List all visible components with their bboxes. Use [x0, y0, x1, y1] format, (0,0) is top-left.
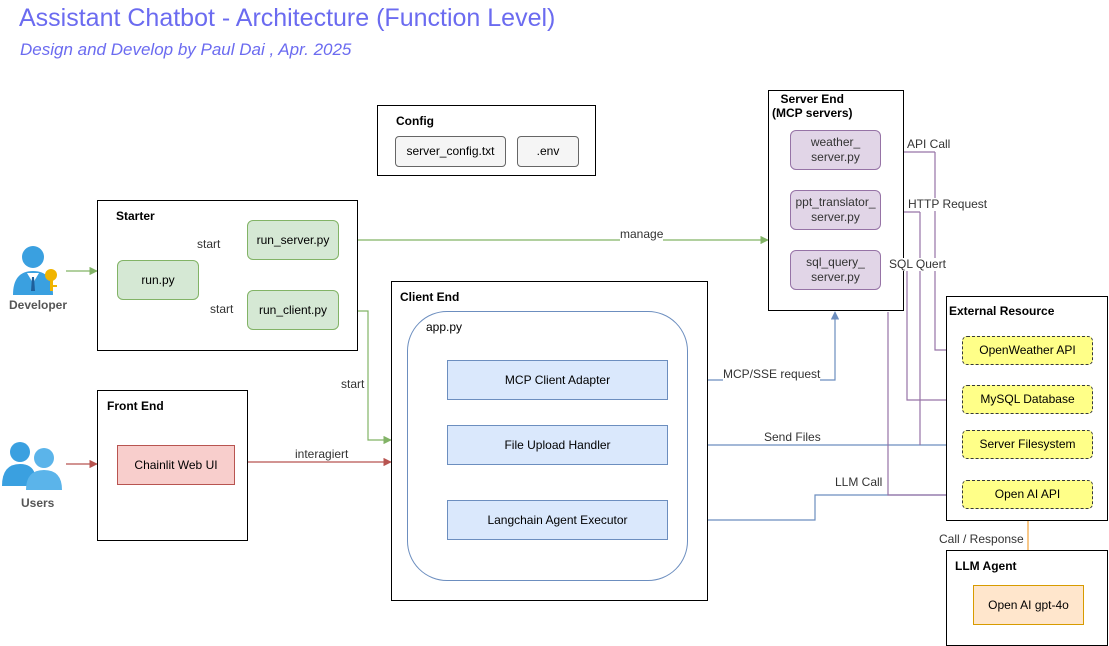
config-title: Config	[396, 114, 434, 128]
ppt-translator-server: ppt_translator_ server.py	[790, 190, 881, 230]
langchain-agent-executor: Langchain Agent Executor	[447, 500, 668, 540]
edge-label-sql-query: SQL Quert	[889, 257, 946, 271]
sql-query-server: sql_query_ server.py	[790, 250, 881, 290]
openweather-api: OpenWeather API	[962, 336, 1093, 365]
page-subtitle: Design and Develop by Paul Dai , Apr. 20…	[20, 40, 352, 59]
edge-label-start-client: start	[210, 302, 234, 316]
server-config-file: server_config.txt	[395, 136, 506, 167]
edge-label-interact: interagiert	[295, 447, 349, 461]
mysql-database: MySQL Database	[962, 385, 1093, 414]
llm-agent-title: LLM Agent	[955, 559, 1017, 573]
run-client-py: run_client.py	[247, 290, 339, 330]
edge-label-call-response: Call / Response	[939, 532, 1024, 546]
run-py: run.py	[117, 260, 199, 300]
edge-label-llm-call: LLM Call	[835, 475, 883, 489]
developer-label: Developer	[9, 298, 68, 312]
edge-label-mcp-request: MCP/SSE request	[723, 367, 821, 381]
edge-label-http-request: HTTP Request	[908, 197, 988, 211]
page-title: Assistant Chatbot - Architecture (Functi…	[19, 4, 556, 32]
env-file: .env	[517, 136, 579, 167]
openai-gpt4o: Open AI gpt-4o	[973, 585, 1084, 625]
edge-label-manage: manage	[620, 227, 664, 241]
file-upload-handler: File Upload Handler	[447, 425, 668, 465]
edge-label-start-app: start	[341, 377, 365, 391]
weather-server: weather_ server.py	[790, 130, 881, 170]
edge-server-to-openai	[887, 312, 963, 500]
users-label: Users	[21, 496, 55, 510]
edge-label-start-server: start	[197, 237, 221, 251]
users-icon	[2, 442, 62, 490]
config-box: Config server_config.txt .env	[377, 105, 596, 176]
edge-label-api-call: API Call	[907, 137, 951, 151]
external-resource-title: External Resource	[949, 304, 1055, 318]
edge-sql-query	[906, 270, 963, 405]
starter-title: Starter	[116, 209, 155, 223]
client-end-title: Client End	[400, 290, 460, 304]
developer-icon	[13, 246, 57, 295]
app-py-label: app.py	[426, 320, 463, 334]
mcp-client-adapter: MCP Client Adapter	[447, 360, 668, 400]
app-py-container: app.py	[407, 311, 688, 581]
chainlit-web-ui: Chainlit Web UI	[117, 445, 235, 485]
openai-api: Open AI API	[962, 480, 1093, 509]
server-filesystem: Server Filesystem	[962, 430, 1093, 459]
edge-label-send-files: Send Files	[764, 430, 821, 444]
run-server-py: run_server.py	[247, 220, 339, 260]
front-end-title: Front End	[107, 399, 164, 413]
edge-llm-call	[667, 490, 963, 521]
server-end-title: Server End (MCP servers)	[772, 92, 853, 120]
